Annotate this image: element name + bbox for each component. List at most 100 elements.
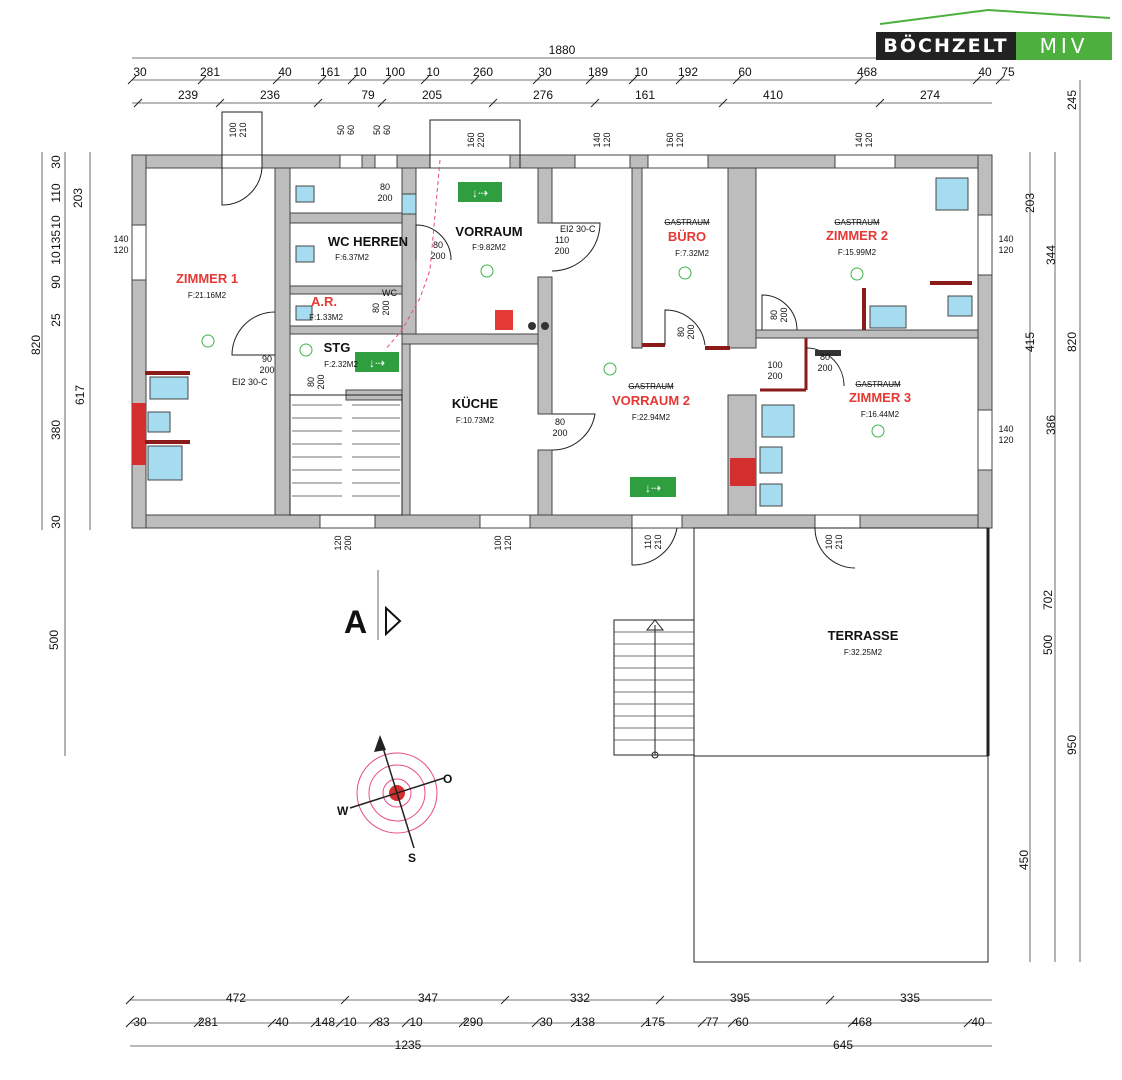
dim-top-row2: 79 bbox=[361, 88, 375, 102]
dimension-tick bbox=[401, 1018, 411, 1028]
room-old-zimmer2: GASTRAUM bbox=[834, 218, 880, 227]
room-name-zimmer3: ZIMMER 3 bbox=[849, 390, 911, 405]
dim-right: 344 bbox=[1044, 245, 1058, 265]
opening-label: 80 bbox=[555, 417, 565, 427]
dim-top-row1: 468 bbox=[857, 65, 877, 79]
dimension-tick bbox=[310, 1018, 320, 1028]
dim-bottom-row2: 77 bbox=[705, 1015, 719, 1029]
dimension-tick bbox=[317, 75, 327, 85]
dim-right: 245 bbox=[1065, 90, 1079, 110]
dimension-tick bbox=[377, 98, 387, 108]
dimension-tick bbox=[875, 98, 885, 108]
room-area-vorraum2: F:22.94M2 bbox=[632, 413, 671, 422]
dim-bottom-row2: 40 bbox=[971, 1015, 985, 1029]
escape-route-line bbox=[384, 159, 441, 351]
opening-label: 110 bbox=[643, 535, 653, 549]
opening-label: 120 bbox=[998, 245, 1013, 255]
opening-label: 220 bbox=[476, 132, 486, 147]
dimension-tick bbox=[585, 75, 595, 85]
fire-extinguisher-icon bbox=[495, 310, 513, 330]
exit-signs: ↓⇢ ↓⇢ ↓⇢ bbox=[355, 182, 676, 497]
dim-bottom-row1: 332 bbox=[570, 991, 590, 1005]
opening-label: 60 bbox=[382, 125, 392, 135]
dim-top-row2: 205 bbox=[422, 88, 442, 102]
dim-top-row2: 274 bbox=[920, 88, 940, 102]
fixtures bbox=[147, 177, 973, 507]
roof-icon bbox=[879, 8, 1110, 25]
room-area-kueche: F:10.73M2 bbox=[456, 416, 495, 425]
logo-name: BÖCHZELT bbox=[876, 32, 1016, 60]
logo: BÖCHZELT MIV bbox=[872, 8, 1116, 60]
opening-label: 120 bbox=[333, 535, 343, 550]
opening-label: 110 bbox=[555, 235, 569, 245]
opening-label: 200 bbox=[552, 428, 567, 438]
dim-left: 203 bbox=[71, 188, 85, 208]
dim-left: 820 bbox=[29, 335, 43, 355]
logo-brand: MIV bbox=[1016, 32, 1112, 60]
room-area-ar: F:1.33M2 bbox=[309, 313, 343, 322]
dim-top-row1: 10 bbox=[634, 65, 648, 79]
opening-label: 160 bbox=[665, 132, 675, 147]
exit-sign-icon bbox=[630, 477, 676, 497]
room-area-wc-herren: F:6.37M2 bbox=[335, 253, 369, 262]
room-name-vorraum: VORRAUM bbox=[455, 224, 522, 239]
opening-label: 100 bbox=[228, 122, 238, 137]
dimension-tick bbox=[340, 995, 350, 1005]
dimension-tick bbox=[368, 1018, 378, 1028]
dim-top-row1: 40 bbox=[278, 65, 292, 79]
opening-label: 100 bbox=[493, 535, 503, 550]
dim-right: 386 bbox=[1044, 415, 1058, 435]
dim-top-row2: 239 bbox=[178, 88, 198, 102]
dimension-tick bbox=[488, 98, 498, 108]
dim-left: 135 bbox=[49, 230, 63, 250]
opening-label: 200 bbox=[767, 371, 782, 381]
room-area-zimmer1: F:21.16M2 bbox=[188, 291, 227, 300]
windows bbox=[131, 154, 993, 529]
opening-label: 200 bbox=[377, 193, 392, 203]
exit-sign-icon bbox=[458, 182, 502, 202]
room-name-vorraum2: VORRAUM 2 bbox=[612, 393, 690, 408]
dim-bottom-row2: 290 bbox=[463, 1015, 483, 1029]
room-name-buero: BÜRO bbox=[668, 229, 706, 244]
room-old-zimmer3: GASTRAUM bbox=[855, 380, 901, 389]
wc-small-label: WC bbox=[382, 288, 397, 298]
dim-bottom-row1: 472 bbox=[226, 991, 246, 1005]
dimension-tick bbox=[732, 75, 742, 85]
dim-bottom-row1: 335 bbox=[900, 991, 920, 1005]
room-area-terrasse: F:32.25M2 bbox=[844, 648, 883, 657]
room-area-stg: F:2.32M2 bbox=[324, 360, 358, 369]
dimension-tick bbox=[655, 995, 665, 1005]
room-area-zimmer3: F:16.44M2 bbox=[861, 410, 900, 419]
opening-label: 200 bbox=[259, 365, 274, 375]
dim-top-row1: 260 bbox=[473, 65, 493, 79]
opening-label: 210 bbox=[653, 534, 663, 549]
dim-bottom-row3: 645 bbox=[833, 1038, 853, 1052]
opening-label: 90 bbox=[262, 354, 272, 364]
opening-label: 210 bbox=[834, 534, 844, 549]
dim-bottom-row3: 1235 bbox=[395, 1038, 422, 1052]
opening-label: 120 bbox=[864, 132, 874, 147]
dim-right: 203 bbox=[1023, 193, 1037, 213]
opening-label: 140 bbox=[592, 132, 602, 147]
exit-sign-icon bbox=[355, 352, 399, 372]
dim-left: 380 bbox=[49, 420, 63, 440]
dim-left: 25 bbox=[49, 313, 63, 327]
dim-bottom-row1: 347 bbox=[418, 991, 438, 1005]
dimension-tick bbox=[267, 1018, 277, 1028]
dimension-tick bbox=[272, 75, 282, 85]
dimension-tick bbox=[847, 1018, 857, 1028]
opening-label: 80 bbox=[371, 303, 381, 313]
dimension-tick bbox=[718, 98, 728, 108]
opening-label: 50 bbox=[336, 125, 346, 135]
dim-right: 450 bbox=[1017, 850, 1031, 870]
dim-bottom-row2: 60 bbox=[735, 1015, 749, 1029]
dim-left: 110 bbox=[49, 183, 63, 202]
room-area-vorraum: F:9.82M2 bbox=[472, 243, 506, 252]
dim-top-row1: 40 bbox=[978, 65, 992, 79]
dimension-tick bbox=[335, 1018, 345, 1028]
dimension-tick bbox=[532, 75, 542, 85]
